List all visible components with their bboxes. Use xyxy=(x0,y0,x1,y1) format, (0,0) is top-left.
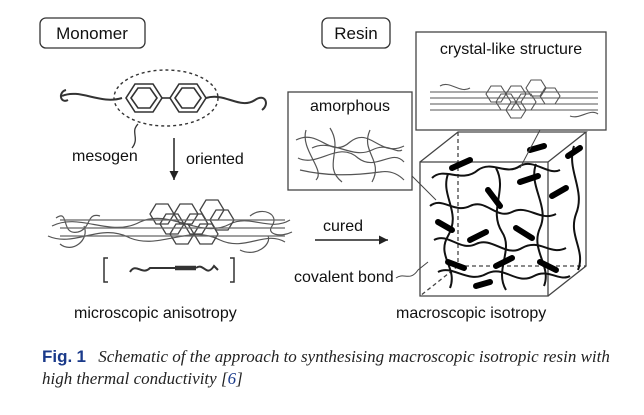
monomer-label-box: Monomer xyxy=(39,17,146,49)
caption-cite-open: [ xyxy=(220,369,228,388)
cured-resin-cube xyxy=(419,131,588,297)
macroscopic-isotropy-label: macroscopic isotropy xyxy=(396,305,546,322)
caption-fig-number: 1 xyxy=(76,347,86,366)
monomer-label: Monomer xyxy=(56,24,128,43)
monomer-molecule xyxy=(60,69,267,149)
covalent-bond-label: covalent bond xyxy=(294,269,394,286)
figure-caption: Fig. 1 Schematic of the approach to synt… xyxy=(42,346,642,390)
single-molecule-bracket xyxy=(103,257,235,283)
amorphous-inset: amorphous xyxy=(287,91,413,191)
leader-lines xyxy=(395,129,541,279)
resin-label: Resin xyxy=(334,24,377,43)
caption-cite-close: ] xyxy=(236,369,243,388)
caption-fig-label: Fig. xyxy=(42,347,73,366)
cured-label: cured xyxy=(323,218,363,235)
caption-citation-link[interactable]: 6 xyxy=(227,369,237,388)
resin-label-box: Resin xyxy=(321,17,391,49)
schematic-figure: Monomer Resin mesogen oriented xyxy=(39,17,607,322)
crystal-like-label: crystal-like structure xyxy=(440,41,582,58)
crystal-like-inset: crystal-like structure xyxy=(415,31,607,131)
oriented-label: oriented xyxy=(186,151,244,168)
oriented-mesogen-stack xyxy=(47,199,293,253)
caption-text: Schematic of the approach to synthesisin… xyxy=(42,347,610,388)
mesogen-label: mesogen xyxy=(72,148,138,165)
microscopic-anisotropy-label: microscopic anisotropy xyxy=(74,305,237,322)
amorphous-label: amorphous xyxy=(310,98,390,115)
